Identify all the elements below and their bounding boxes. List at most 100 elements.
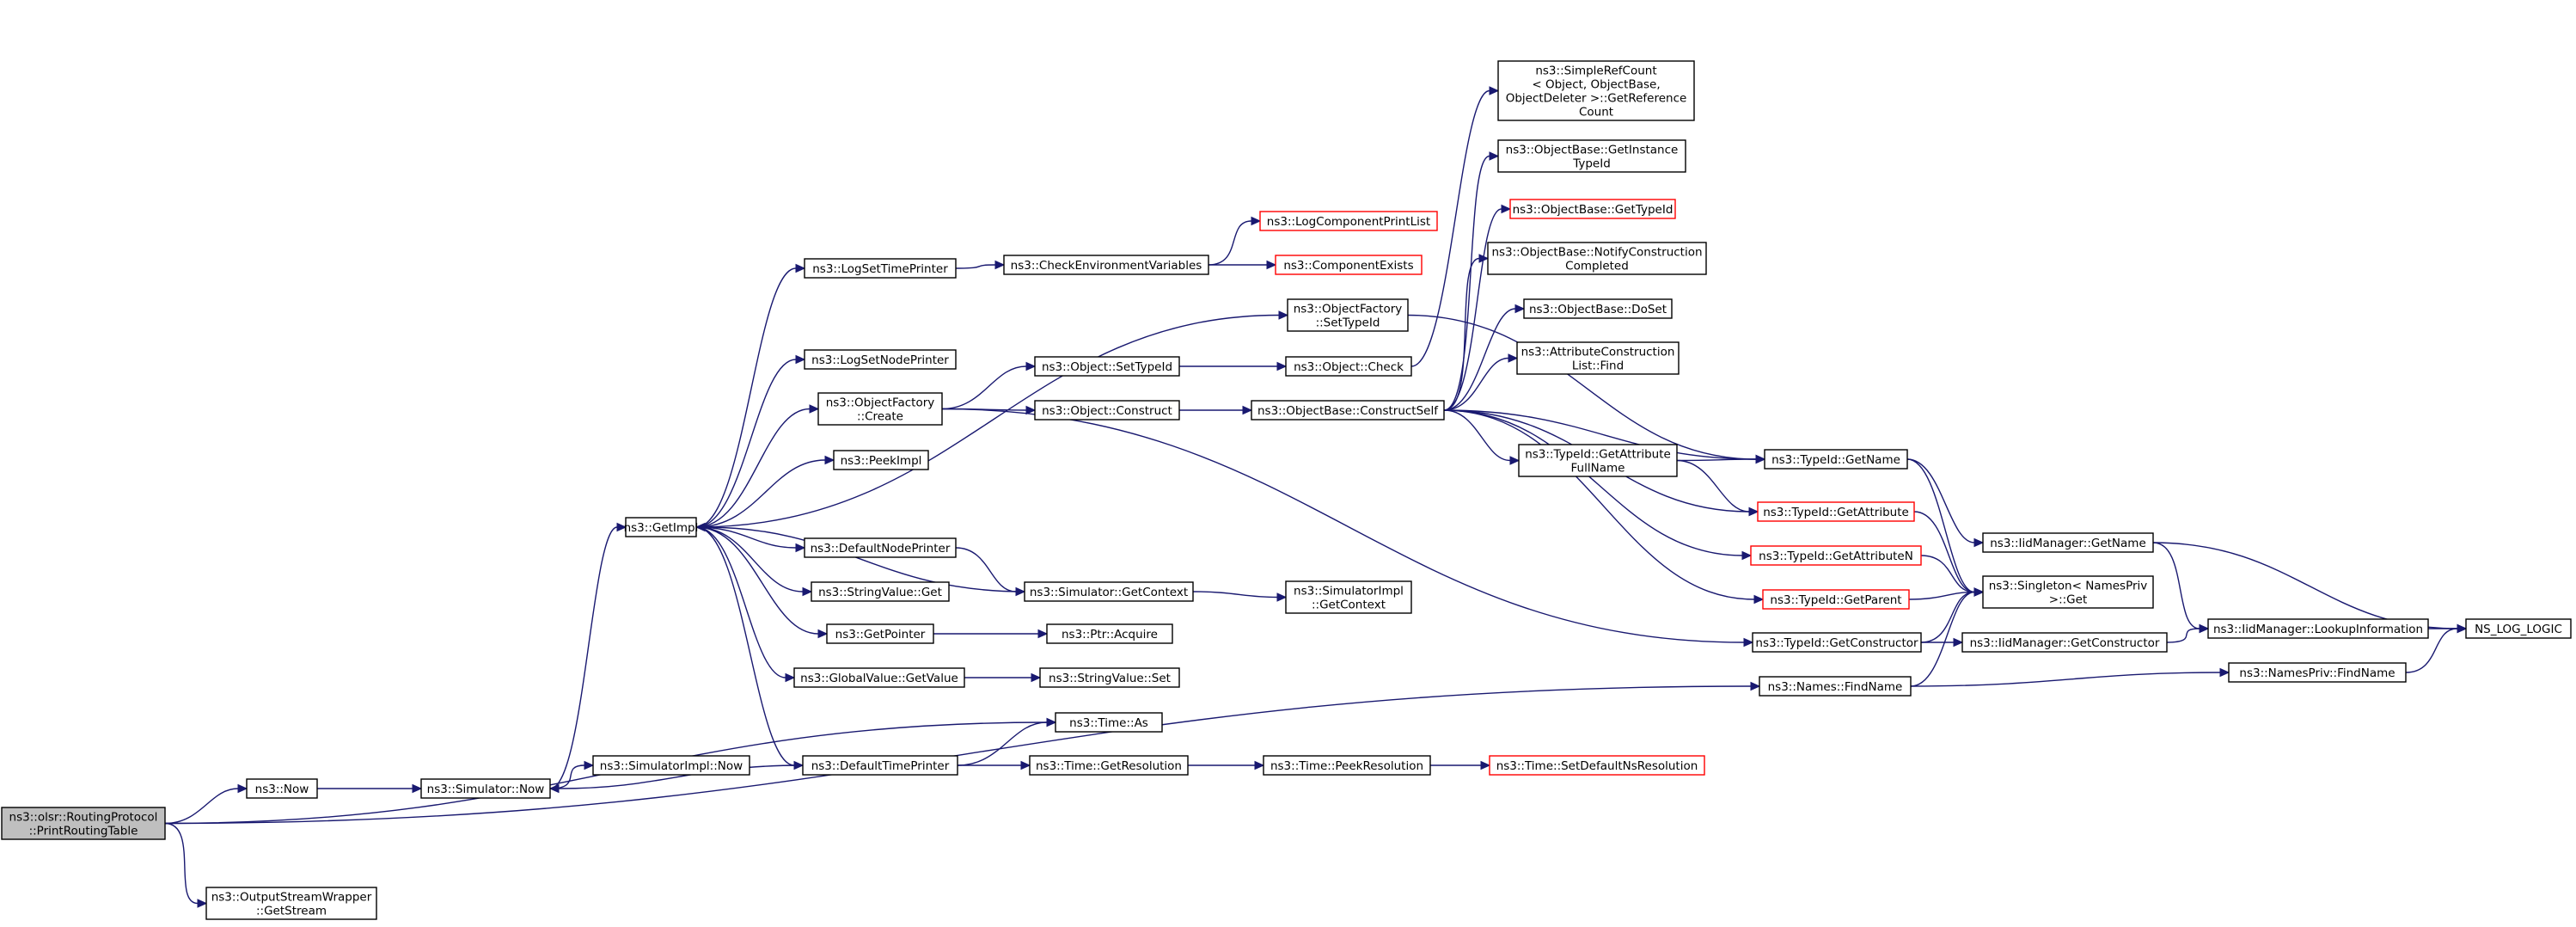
node-logsetnode[interactable]: ns3::LogSetNodePrinter [804, 349, 957, 370]
edge-line [695, 459, 826, 528]
node-label: ns3::GlobalValue::GetValue [800, 672, 958, 685]
node-root[interactable]: ns3::olsr::RoutingProtocol::PrintRouting… [1, 807, 166, 840]
node-label: ns3::TypeId::GetConstructor [1755, 636, 1918, 650]
node-obconstructself[interactable]: ns3::ObjectBase::ConstructSelf [1251, 400, 1445, 421]
edge-arrowhead [1037, 629, 1049, 639]
node-label: ns3::SimulatorImpl [1294, 585, 1404, 599]
node-label: ::PrintRoutingTable [29, 825, 138, 838]
node-logcompprint[interactable]: ns3::LogComponentPrintList [1259, 211, 1438, 231]
node-timepeekres[interactable]: ns3::Time::PeekResolution [1263, 755, 1431, 776]
node-namesfind[interactable]: ns3::Names::FindName [1759, 676, 1912, 697]
node-nslog[interactable]: NS_LOG_LOGIC [2465, 618, 2572, 639]
node-now[interactable]: ns3::Now [246, 778, 318, 799]
edge-checkenv-to-logcompprint [1208, 216, 1262, 266]
node-tidgetattrn[interactable]: ns3::TypeId::GetAttributeN [1750, 545, 1922, 566]
edge-arrowhead [1973, 537, 1985, 548]
node-box [1039, 667, 1180, 688]
edge-obconstructself-to-tidgetparent [1443, 409, 1765, 605]
node-box [802, 755, 958, 776]
node-iidlookup[interactable]: ns3::IidManager::LookupInformation [2207, 618, 2429, 639]
node-gvgetvalue[interactable]: ns3::GlobalValue::GetValue [793, 667, 965, 688]
node-getimpl[interactable]: ns3::GetImpl [624, 517, 699, 537]
node-objcheck[interactable]: ns3::Object::Check [1285, 356, 1412, 377]
edge-arrowhead [1489, 151, 1500, 161]
node-tidgetname[interactable]: ns3::TypeId::GetName [1764, 449, 1908, 470]
node-box [1516, 341, 1680, 375]
node-label: >::Get [2049, 593, 2087, 607]
node-box [2228, 662, 2407, 683]
node-logsettime[interactable]: ns3::LogSetTimePrinter [804, 258, 957, 279]
node-ofcreate[interactable]: ns3::ObjectFactory::Create [817, 392, 943, 426]
edge-line [1676, 459, 1750, 513]
edge-gvgetvalue-to-strvalset [964, 672, 1042, 683]
node-simplerefcount[interactable]: ns3::SimpleRefCount< Object, ObjectBase,… [1497, 60, 1695, 121]
node-ptracquire[interactable]: ns3::Ptr::Acquire [1046, 623, 1173, 644]
edge-line [695, 359, 797, 528]
node-strvalset[interactable]: ns3::StringValue::Set [1039, 667, 1180, 688]
node-iidgetconstructor[interactable]: ns3::IidManager::GetConstructor [1961, 632, 2168, 653]
node-label: ns3::Simulator::GetContext [1030, 586, 1188, 599]
node-setdefaultns[interactable]: ns3::Time::SetDefaultNsResolution [1489, 755, 1705, 776]
node-deftimeprinter[interactable]: ns3::DefaultTimePrinter [802, 755, 958, 776]
node-compexists[interactable]: ns3::ComponentExists [1275, 255, 1423, 275]
node-obnotify[interactable]: ns3::ObjectBase::NotifyConstructionCompl… [1487, 242, 1707, 275]
edge-arrowhead [1478, 254, 1490, 263]
node-tidgetconstructor[interactable]: ns3::TypeId::GetConstructor [1752, 632, 1922, 653]
edge-root-to-osw [164, 822, 208, 908]
node-label: ns3::ObjectBase::NotifyConstruction [1491, 246, 1702, 260]
node-objsettypeid[interactable]: ns3::Object::SetTypeId [1034, 356, 1180, 377]
node-checkenv[interactable]: ns3::CheckEnvironmentVariables [1003, 255, 1209, 275]
node-iidgetname[interactable]: ns3::IidManager::GetName [1982, 532, 2154, 553]
node-timegetres[interactable]: ns3::Time::GetResolution [1029, 755, 1189, 776]
edge-line [1208, 220, 1252, 266]
node-timeas[interactable]: ns3::Time::As [1055, 712, 1163, 733]
node-getpointer[interactable]: ns3::GetPointer [826, 623, 934, 644]
node-simimplnow[interactable]: ns3::SimulatorImpl::Now [592, 755, 750, 776]
edge-line [955, 264, 996, 269]
node-box [817, 392, 943, 426]
edge-arrowhead [1953, 637, 1964, 648]
node-box [1, 807, 166, 840]
node-box [1762, 589, 1910, 610]
node-peekimpl[interactable]: ns3::PeekImpl [833, 450, 929, 470]
node-simimplgetcontext[interactable]: ns3::SimulatorImpl::GetContext [1285, 580, 1412, 614]
node-ofsettypeid[interactable]: ns3::ObjectFactory::SetTypeId [1287, 298, 1409, 332]
node-box [1489, 755, 1705, 776]
edge-tidgetconstructor-to-iidgetconstructor [1920, 637, 1964, 648]
node-obdoset[interactable]: ns3::ObjectBase::DoSet [1523, 298, 1673, 319]
edge-getimpl-to-peekimpl [695, 455, 835, 528]
edge-line [1443, 357, 1509, 411]
node-simgetcontext[interactable]: ns3::Simulator::GetContext [1024, 581, 1194, 602]
node-box [1046, 623, 1173, 644]
node-label: ns3::Object::Construct [1042, 404, 1172, 418]
node-namesprivfind[interactable]: ns3::NamesPriv::FindName [2228, 662, 2407, 683]
edge-tidgetattr-to-singletonget [1913, 511, 1985, 597]
edge-obconstructself-to-obgetinstance [1443, 151, 1500, 411]
edge-ofsettypeid-to-tidgetname [1407, 314, 1766, 464]
node-label: ns3::ObjectFactory [826, 396, 935, 410]
node-osw[interactable]: ns3::OutputStreamWrapper::GetStream [205, 887, 377, 920]
edge-deftimeprinter-to-timeas [957, 717, 1057, 766]
edge-defnodeprinter-to-simgetcontext [955, 547, 1026, 597]
node-box [420, 778, 551, 799]
node-singletonget[interactable]: ns3::Singleton< NamesPriv>::Get [1982, 575, 2154, 609]
node-box [1497, 60, 1695, 121]
node-objconstruct[interactable]: ns3::Object::Construct [1034, 400, 1180, 421]
node-simnow[interactable]: ns3::Simulator::Now [420, 778, 551, 799]
node-label: ns3::TypeId::GetName [1771, 453, 1900, 467]
node-obgettypeid[interactable]: ns3::ObjectBase::GetTypeId [1509, 199, 1676, 219]
edge-arrowhead [1514, 304, 1526, 314]
node-box [1024, 581, 1194, 602]
edge-line [1908, 591, 1975, 600]
node-box [1263, 755, 1431, 776]
node-tidgetattr[interactable]: ns3::TypeId::GetAttribute [1757, 501, 1915, 522]
node-box [205, 887, 377, 920]
node-label: ns3::IidManager::GetName [1990, 537, 2146, 550]
node-strvalget[interactable]: ns3::StringValue::Get [811, 581, 950, 602]
node-tidgetparent[interactable]: ns3::TypeId::GetParent [1762, 589, 1910, 610]
node-defnodeprinter[interactable]: ns3::DefaultNodePrinter [804, 537, 957, 558]
